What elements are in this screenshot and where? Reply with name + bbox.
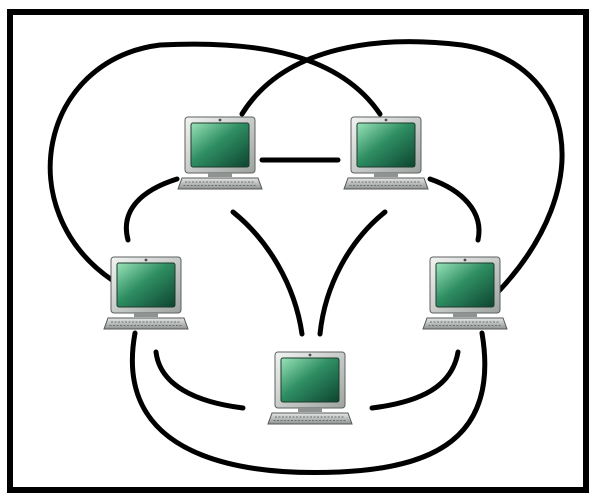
link-top-right-to-right bbox=[427, 176, 482, 243]
link-left-to-bottom bbox=[153, 349, 246, 411]
computer-left bbox=[103, 256, 189, 330]
monitor-screen bbox=[435, 262, 495, 308]
monitor-screen bbox=[356, 122, 416, 168]
computer-top-right bbox=[343, 116, 429, 190]
computer-bottom bbox=[267, 351, 353, 425]
computer-right bbox=[422, 256, 508, 330]
link-left-to-right bbox=[130, 330, 488, 476]
monitor-dot bbox=[384, 118, 388, 122]
keyboard bbox=[103, 317, 189, 330]
link-top-left-to-bottom bbox=[230, 209, 305, 337]
desktop-computer-icon bbox=[267, 351, 353, 425]
monitor-screen bbox=[190, 122, 250, 168]
desktop-computer-icon bbox=[103, 256, 189, 330]
keyboard bbox=[343, 177, 429, 190]
monitor-dot bbox=[308, 353, 312, 357]
keyboard bbox=[177, 177, 263, 190]
keyboard bbox=[422, 317, 508, 330]
monitor-stand bbox=[208, 173, 232, 177]
link-right-to-bottom bbox=[369, 349, 461, 411]
monitor-dot bbox=[218, 118, 222, 122]
monitor-screen bbox=[116, 262, 176, 308]
network-links bbox=[47, 39, 565, 476]
link-top-right-to-left bbox=[47, 41, 383, 283]
desktop-computer-icon bbox=[343, 116, 429, 190]
link-top-right-to-bottom bbox=[317, 209, 388, 337]
monitor-stand bbox=[134, 313, 158, 317]
monitor-screen bbox=[280, 357, 340, 403]
monitor-dot bbox=[144, 258, 148, 262]
link-top-left-to-right bbox=[239, 39, 565, 296]
desktop-computer-icon bbox=[422, 256, 508, 330]
keyboard bbox=[267, 412, 353, 425]
desktop-computer-icon bbox=[177, 116, 263, 190]
computer-top-left bbox=[177, 116, 263, 190]
network-nodes bbox=[103, 116, 508, 425]
monitor-dot bbox=[463, 258, 467, 262]
monitor-stand bbox=[453, 313, 477, 317]
monitor-stand bbox=[298, 408, 322, 412]
link-top-left-to-left bbox=[123, 176, 180, 243]
monitor-stand bbox=[374, 173, 398, 177]
